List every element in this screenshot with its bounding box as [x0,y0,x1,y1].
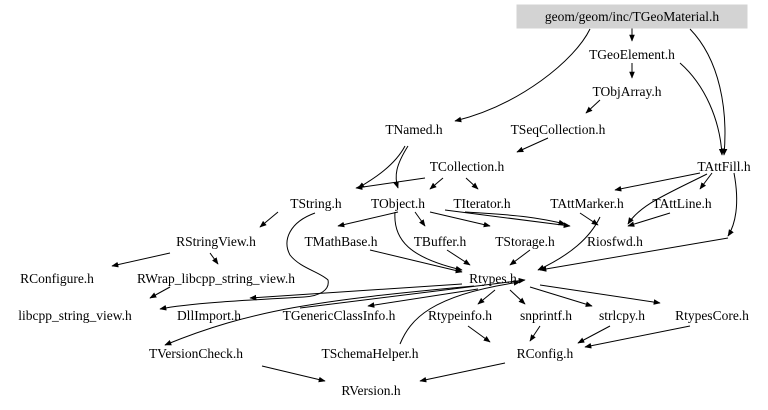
node-rtypeinfo: Rtypeinfo.h [428,308,492,323]
edge [249,283,463,301]
node-snprintf: snprintf.h [520,308,572,323]
edge [394,211,463,272]
node-rstringview: RStringView.h [176,234,256,249]
edge [584,325,691,349]
node-dllimport: DllImport.h [177,308,241,323]
edge [465,177,479,190]
edge [259,211,279,228]
node-tobjarray: TObjArray.h [593,84,662,99]
edge [454,28,591,123]
node-libcpp: libcpp_string_view.h [18,308,132,323]
edge [689,28,728,156]
edge [539,284,661,305]
node-rwrap: RWrap_libcpp_string_view.h [137,271,295,286]
edge [393,145,409,189]
edge [467,325,491,343]
edge [627,173,708,225]
nodes: geom/geom/inc/TGeoMaterial.h TGeoElement… [18,4,751,398]
node-tgeomaterial: geom/geom/inc/TGeoMaterial.h [545,9,720,24]
edge [727,172,738,237]
edge [699,172,713,190]
edge [679,62,725,156]
edge [429,177,444,190]
edge [585,99,601,114]
node-tversioncheck: TVersionCheck.h [149,346,243,361]
edge [399,280,521,345]
edge [477,289,496,305]
edge [337,211,399,228]
node-tschemahelper: TSchemaHelper.h [321,346,418,361]
node-rtypes: Rtypes.h [469,271,517,286]
edge [429,211,491,228]
edge [367,288,479,308]
edge [414,211,426,227]
edge [464,211,566,226]
edge [627,212,671,227]
node-tstorage: TStorage.h [495,234,555,249]
edge [111,252,171,268]
edge [579,212,599,226]
node-tcollection: TCollection.h [430,159,505,174]
edge [516,137,549,153]
node-titerator: TIterator.h [453,196,511,211]
edge [355,177,426,190]
node-rconfig: RConfig.h [517,346,574,361]
node-tstring: TString.h [290,196,342,211]
node-tattline: TAttLine.h [652,196,712,211]
edge [446,249,471,266]
node-rconfigure: RConfigure.h [20,271,94,286]
edge [164,285,475,346]
edge [444,209,571,228]
node-tgenericclassinfo: TGenericClassInfo.h [283,308,396,323]
edge [539,237,729,272]
node-riosfwd: Riosfwd.h [587,234,643,249]
edge [577,325,611,344]
edge [509,289,526,305]
node-tattmarker: TAttMarker.h [550,196,624,211]
edge [529,325,541,342]
root-node-box [516,4,748,29]
edge [209,252,219,265]
edge [357,145,406,189]
node-tmathbase: TMathBase.h [304,234,377,249]
node-rversion: RVersion.h [341,383,401,398]
node-tnamed: TNamed.h [385,122,443,137]
edge [419,362,506,383]
edge [261,365,326,383]
edges [111,28,738,383]
edge [159,212,329,311]
edge [537,216,601,271]
edge [299,277,526,309]
node-strlcpy: strlcpy.h [599,308,645,323]
edge [529,286,593,307]
edge [369,249,463,274]
edge [149,286,171,299]
node-tbuffer: TBuffer.h [414,234,467,249]
node-tseqcollection: TSeqCollection.h [511,122,606,137]
edge [614,172,701,192]
node-tattfill: TAttFill.h [697,159,751,174]
edge [509,249,531,266]
node-tgeoelement: TGeoElement.h [589,47,675,62]
node-tobject: TObject.h [371,196,425,211]
node-rtypescore: RtypesCore.h [675,308,749,323]
